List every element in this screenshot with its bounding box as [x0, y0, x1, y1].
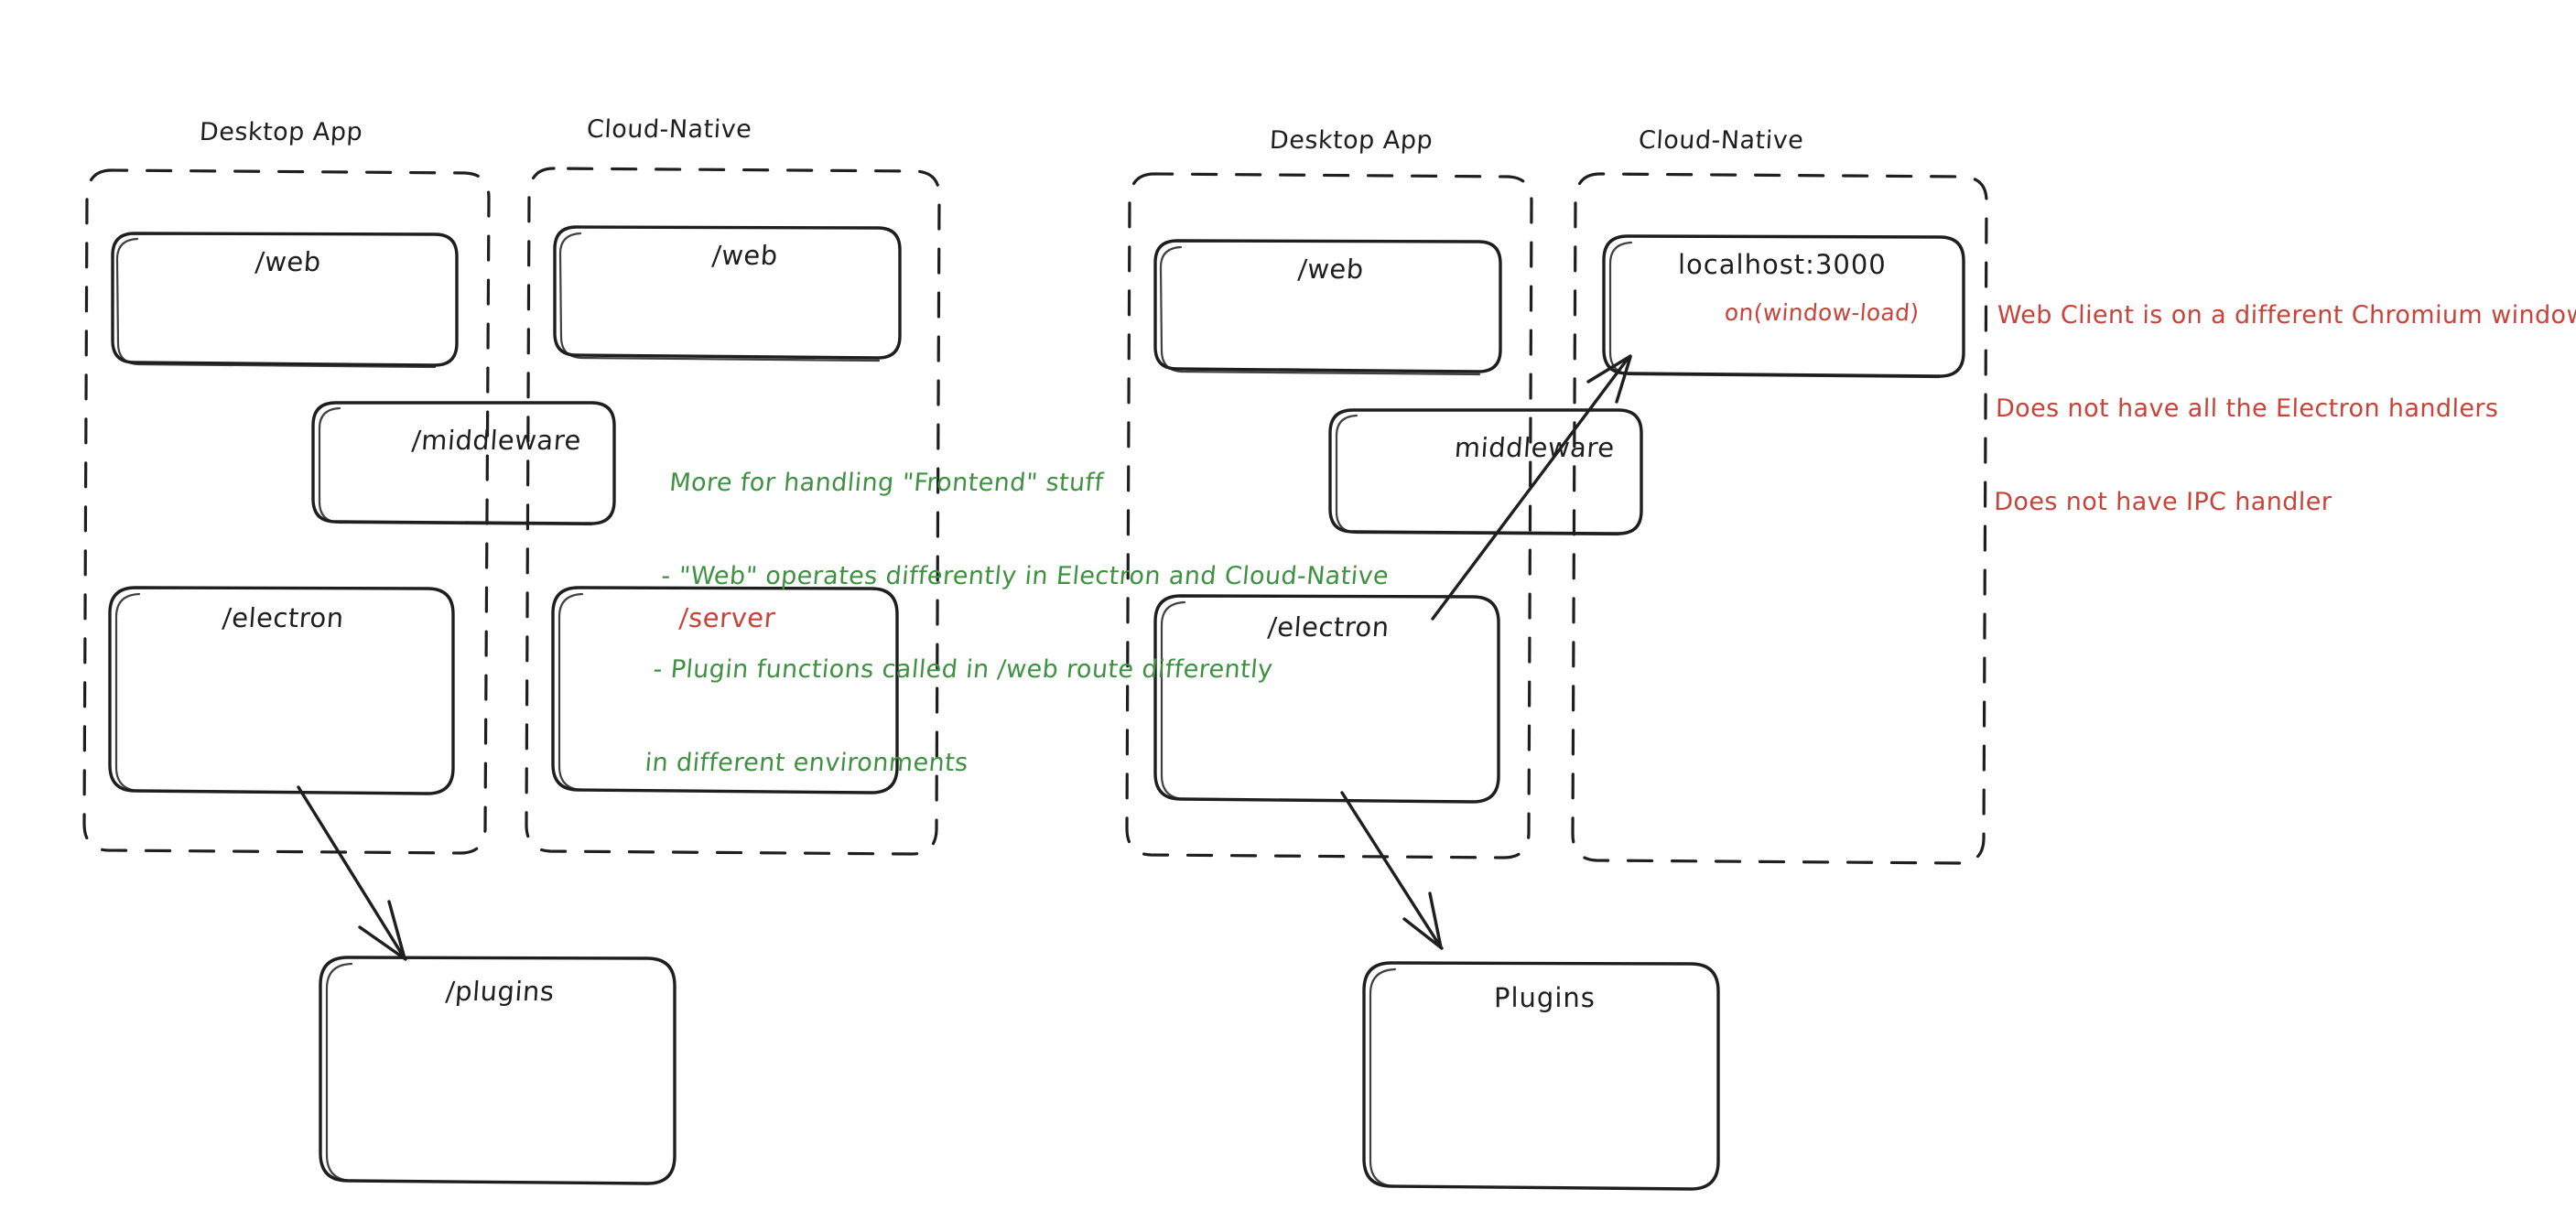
box-label-left-electron: /electron: [221, 602, 345, 633]
box-label-right-plugins: Plugins: [1494, 982, 1596, 1013]
box-label-right-localhost: localhost:3000: [1678, 249, 1887, 280]
annotation-web-client-note: Web Client is on a different Chromium wi…: [1993, 238, 2576, 580]
group-title-right-cloud-native: Cloud-Native: [1638, 126, 1805, 155]
box-label-left-desktop-web: /web: [254, 246, 322, 277]
annotation-frontend-note-line-4: in different environments: [644, 749, 969, 777]
arrow-left-electron-to-plugins: [297, 785, 407, 961]
box-label-left-cloud-web: /web: [710, 240, 779, 271]
box-label-right-electron: /electron: [1266, 611, 1391, 643]
box-label-left-plugins: /plugins: [444, 976, 556, 1007]
annotation-web-client-note-line-3: Does not have IPC handler: [1993, 488, 2332, 516]
annotation-web-client-note-line-1: Web Client is on a different Chromium wi…: [1997, 301, 2576, 330]
arrow-right-electron-to-localhost: [1431, 354, 1632, 621]
annotation-frontend-note-line-3: - Plugin functions called in /web route …: [652, 655, 1274, 684]
annotation-web-client-note-line-2: Does not have all the Electron handlers: [1995, 394, 2499, 423]
group-title-right-desktop-app: Desktop App: [1269, 126, 1434, 155]
group-title-left-desktop-app: Desktop App: [199, 118, 363, 146]
box-left-middleware: [311, 401, 616, 526]
box-label-left-middleware: /middleware: [410, 425, 583, 456]
annotation-frontend-note-line-2: - "Web" operates differently in Electron…: [660, 562, 1391, 590]
box-sublabel-right-localhost-on-window-load: on(window-load): [1723, 299, 1921, 326]
annotation-frontend-note-line-1: More for handling "Frontend" stuff: [668, 469, 1105, 497]
box-label-right-desktop-web: /web: [1296, 254, 1365, 285]
group-title-left-cloud-native: Cloud-Native: [586, 115, 753, 144]
box-label-right-middleware: middleware: [1453, 432, 1616, 463]
